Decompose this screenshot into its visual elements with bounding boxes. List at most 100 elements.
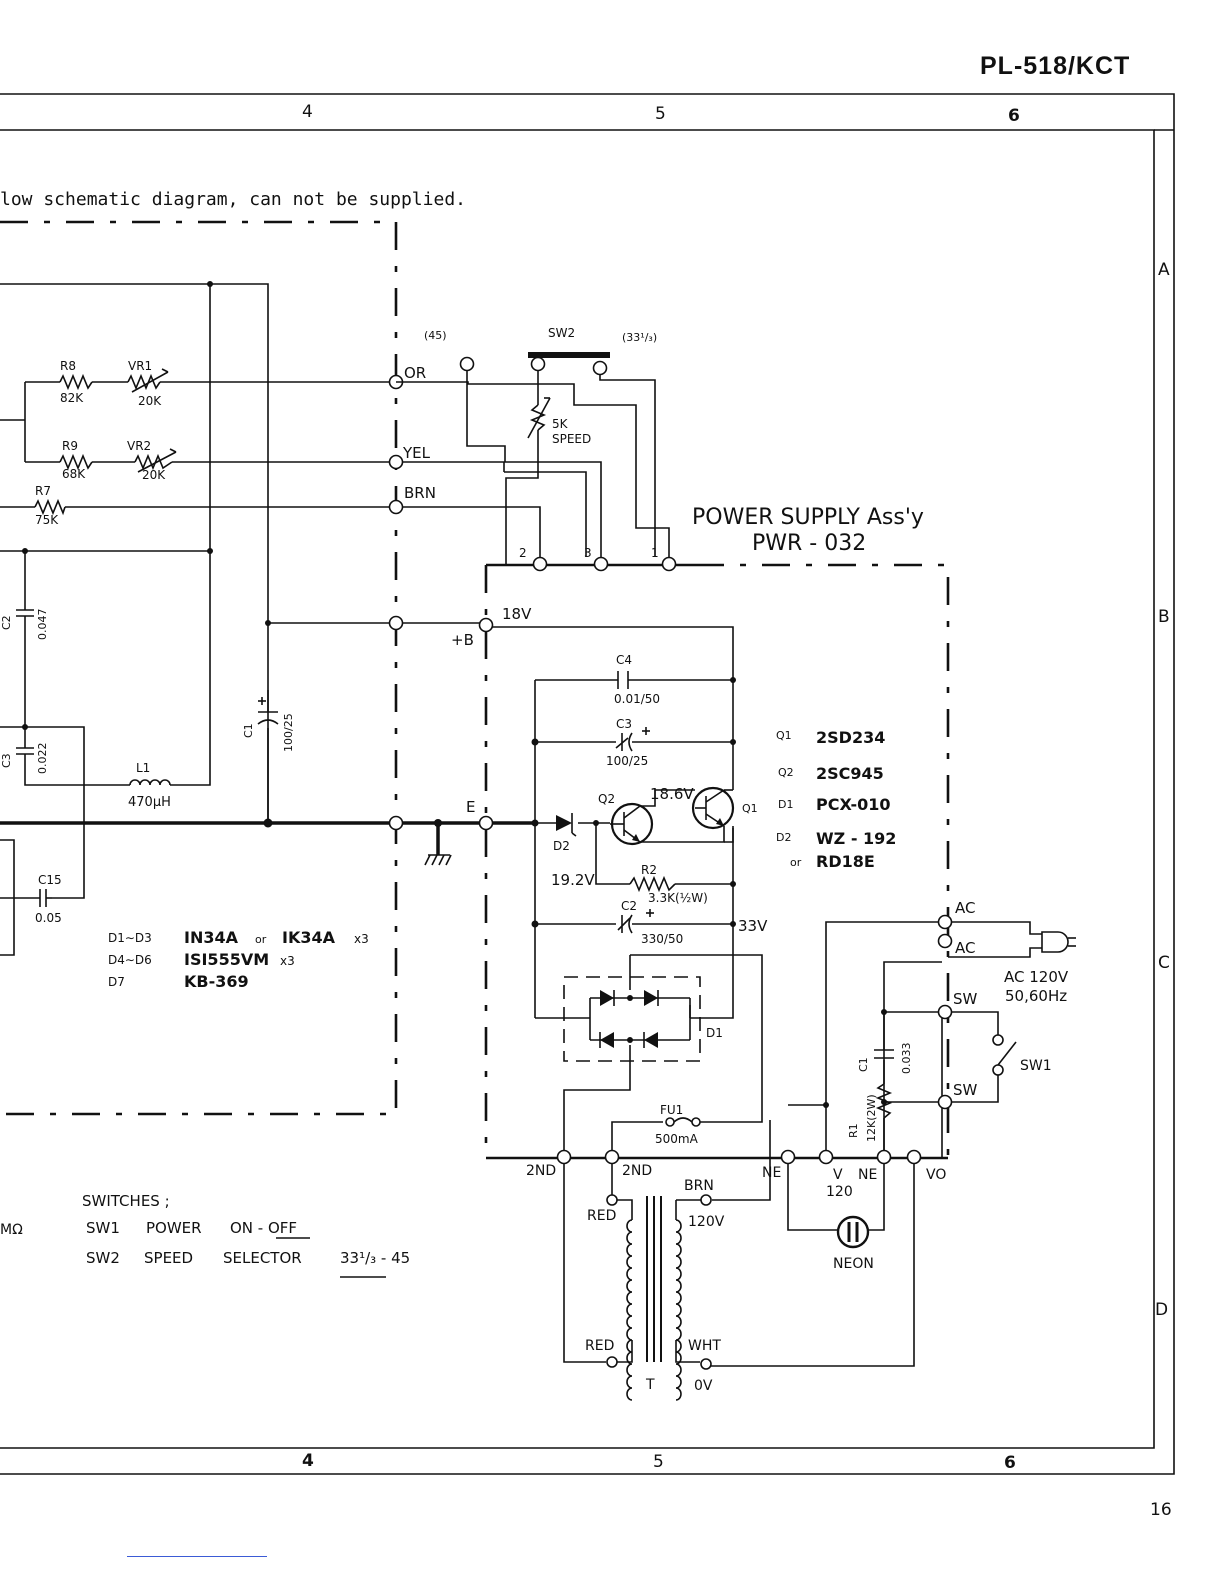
diode-list-part-1: IN34A: [184, 928, 239, 947]
c15-ref: C15: [38, 873, 62, 887]
pin-3-label: 3: [584, 546, 592, 560]
r9-value: 68K: [62, 467, 86, 481]
resistor-r8: [59, 373, 93, 391]
zener-diode-d2: [556, 813, 577, 837]
diode-list: D1∼D3 IN34A or IK34A x3 D4∼D6 ISI555VM x…: [108, 928, 369, 991]
diode-list-qty-1: x3: [354, 932, 369, 946]
semi-part-4: WZ - 192: [816, 829, 896, 848]
resistor-r2: [629, 875, 676, 893]
vr2-value: 20K: [142, 468, 166, 482]
semi-part-1: 2SD234: [816, 728, 885, 747]
trimmer-vr1: [127, 368, 169, 393]
r7-value: 75K: [35, 513, 59, 527]
c1-ref: C1: [857, 1057, 870, 1072]
vr1-ref: VR1: [128, 359, 152, 373]
capacitor-c15: [39, 889, 52, 907]
wire-or-label: OR: [404, 364, 426, 382]
mains-frequency: 50,60Hz: [1005, 987, 1067, 1005]
terminal-2nd-1: 2ND: [526, 1163, 556, 1179]
neon-lamp: [836, 1215, 870, 1249]
terminal-2nd-2: 2ND: [622, 1163, 652, 1179]
speed-pot-label: SPEED: [552, 432, 591, 446]
row-label-d: D: [1155, 1300, 1168, 1320]
row-label-a: A: [1158, 260, 1170, 280]
diode-list-part-2: ISI555VM: [184, 950, 269, 969]
b-plus-rail: [403, 617, 734, 680]
switches-legend-speeds: 33¹/₃ - 45: [340, 1249, 410, 1267]
switches-legend-title: SWITCHES ;: [82, 1192, 170, 1210]
c3-left-ref: C3: [0, 753, 13, 768]
capacitor-c2-left: [16, 609, 34, 634]
wire-brn-label: BRN: [404, 484, 436, 502]
edge-fragment: MΩ: [0, 1222, 23, 1238]
resistor-r7: [34, 498, 66, 516]
capacitor-c1-left: [257, 697, 279, 725]
speed-pot-value: 5K: [552, 417, 569, 431]
c2-left-ref: C2: [0, 615, 13, 630]
l1-value: 470μH: [128, 795, 171, 810]
ac-terminal-1: AC: [955, 899, 975, 917]
row-label-c: C: [1158, 953, 1170, 973]
diode-list-qty-2: x3: [280, 954, 295, 968]
column-label-5-bottom: 5: [653, 1452, 664, 1472]
diode-list-part-3: KB-369: [184, 972, 249, 991]
sw-terminal-2: SW: [953, 1081, 978, 1099]
r8-value: 82K: [60, 391, 84, 405]
scan-mark-line: [127, 1556, 267, 1557]
trimmer-vr2: [134, 448, 177, 473]
zener-voltage: 19.2V: [551, 871, 595, 889]
ac-input-wiring: [706, 921, 1076, 1367]
c1-left-ref: C1: [242, 723, 255, 738]
sw2-pos-45: (45): [424, 329, 447, 342]
diode-list-ref-1: D1∼D3: [108, 931, 152, 945]
resistor-r1: [875, 1083, 893, 1158]
model-header: PL-518/KCT: [980, 52, 1131, 80]
semi-ref-4: D2: [776, 831, 791, 844]
c3-value: 100/25: [606, 754, 648, 768]
motor-board-wiring: [0, 283, 396, 956]
transformer-brn: BRN: [684, 1178, 714, 1194]
pin-1-label: 1: [651, 546, 659, 560]
c3-ref: C3: [616, 717, 632, 731]
switches-legend-speed: SPEED: [144, 1249, 193, 1267]
bottom-edge-terminals: [556, 1149, 922, 1165]
transformer-wht: WHT: [688, 1338, 721, 1354]
r1-value: 12K(2W): [865, 1094, 878, 1142]
r9-ref: R9: [62, 439, 78, 453]
sheet-frame: [0, 93, 1175, 1475]
motor-board-outline: [0, 220, 398, 1116]
semi-alt: RD18E: [816, 852, 875, 871]
b-plus-voltage: 18V: [502, 605, 532, 623]
r2-value: 3.3K(½W): [648, 891, 708, 905]
raw-voltage: 33V: [738, 917, 768, 935]
transformer-red-top: RED: [587, 1208, 616, 1224]
ac-terminal-2: AC: [955, 939, 975, 957]
vr1-value: 20K: [138, 394, 162, 408]
pin-2-label: 2: [519, 546, 527, 560]
semi-part-2: 2SC945: [816, 764, 884, 783]
column-label-5-top: 5: [655, 104, 666, 124]
transformer-0v: 0V: [694, 1378, 713, 1394]
terminal-v: V: [833, 1167, 843, 1183]
switches-legend-power: POWER: [146, 1219, 202, 1237]
q1-label: Q1: [742, 802, 758, 815]
terminal-vo: VO: [926, 1167, 946, 1183]
semiconductor-list: Q1 2SD234 Q2 2SC945 D1 PCX-010 D2 WZ - 1…: [776, 728, 896, 871]
c3-left-value: 0.022: [36, 743, 49, 775]
page-number: 16: [1150, 1500, 1172, 1520]
resistor-r9: [59, 453, 93, 471]
sw2-ref: SW2: [548, 326, 575, 340]
column-label-4-top: 4: [302, 102, 313, 122]
diode-list-ref-2: D4∼D6: [108, 953, 152, 967]
terminal-120: 120: [826, 1184, 853, 1200]
b-plus-label: +B: [451, 631, 474, 649]
c2-ref: C2: [621, 899, 637, 913]
switches-legend-on-off: ON - OFF: [230, 1219, 297, 1237]
d1-label: D1: [706, 1026, 723, 1040]
transistor-q2: [610, 789, 695, 846]
semi-or: or: [790, 856, 802, 869]
transformer-120v: 120V: [688, 1214, 725, 1230]
diode-list-alt-1: IK34A: [282, 928, 336, 947]
left-junction-dots: [22, 281, 273, 828]
diode-list-ref-3: D7: [108, 975, 125, 989]
